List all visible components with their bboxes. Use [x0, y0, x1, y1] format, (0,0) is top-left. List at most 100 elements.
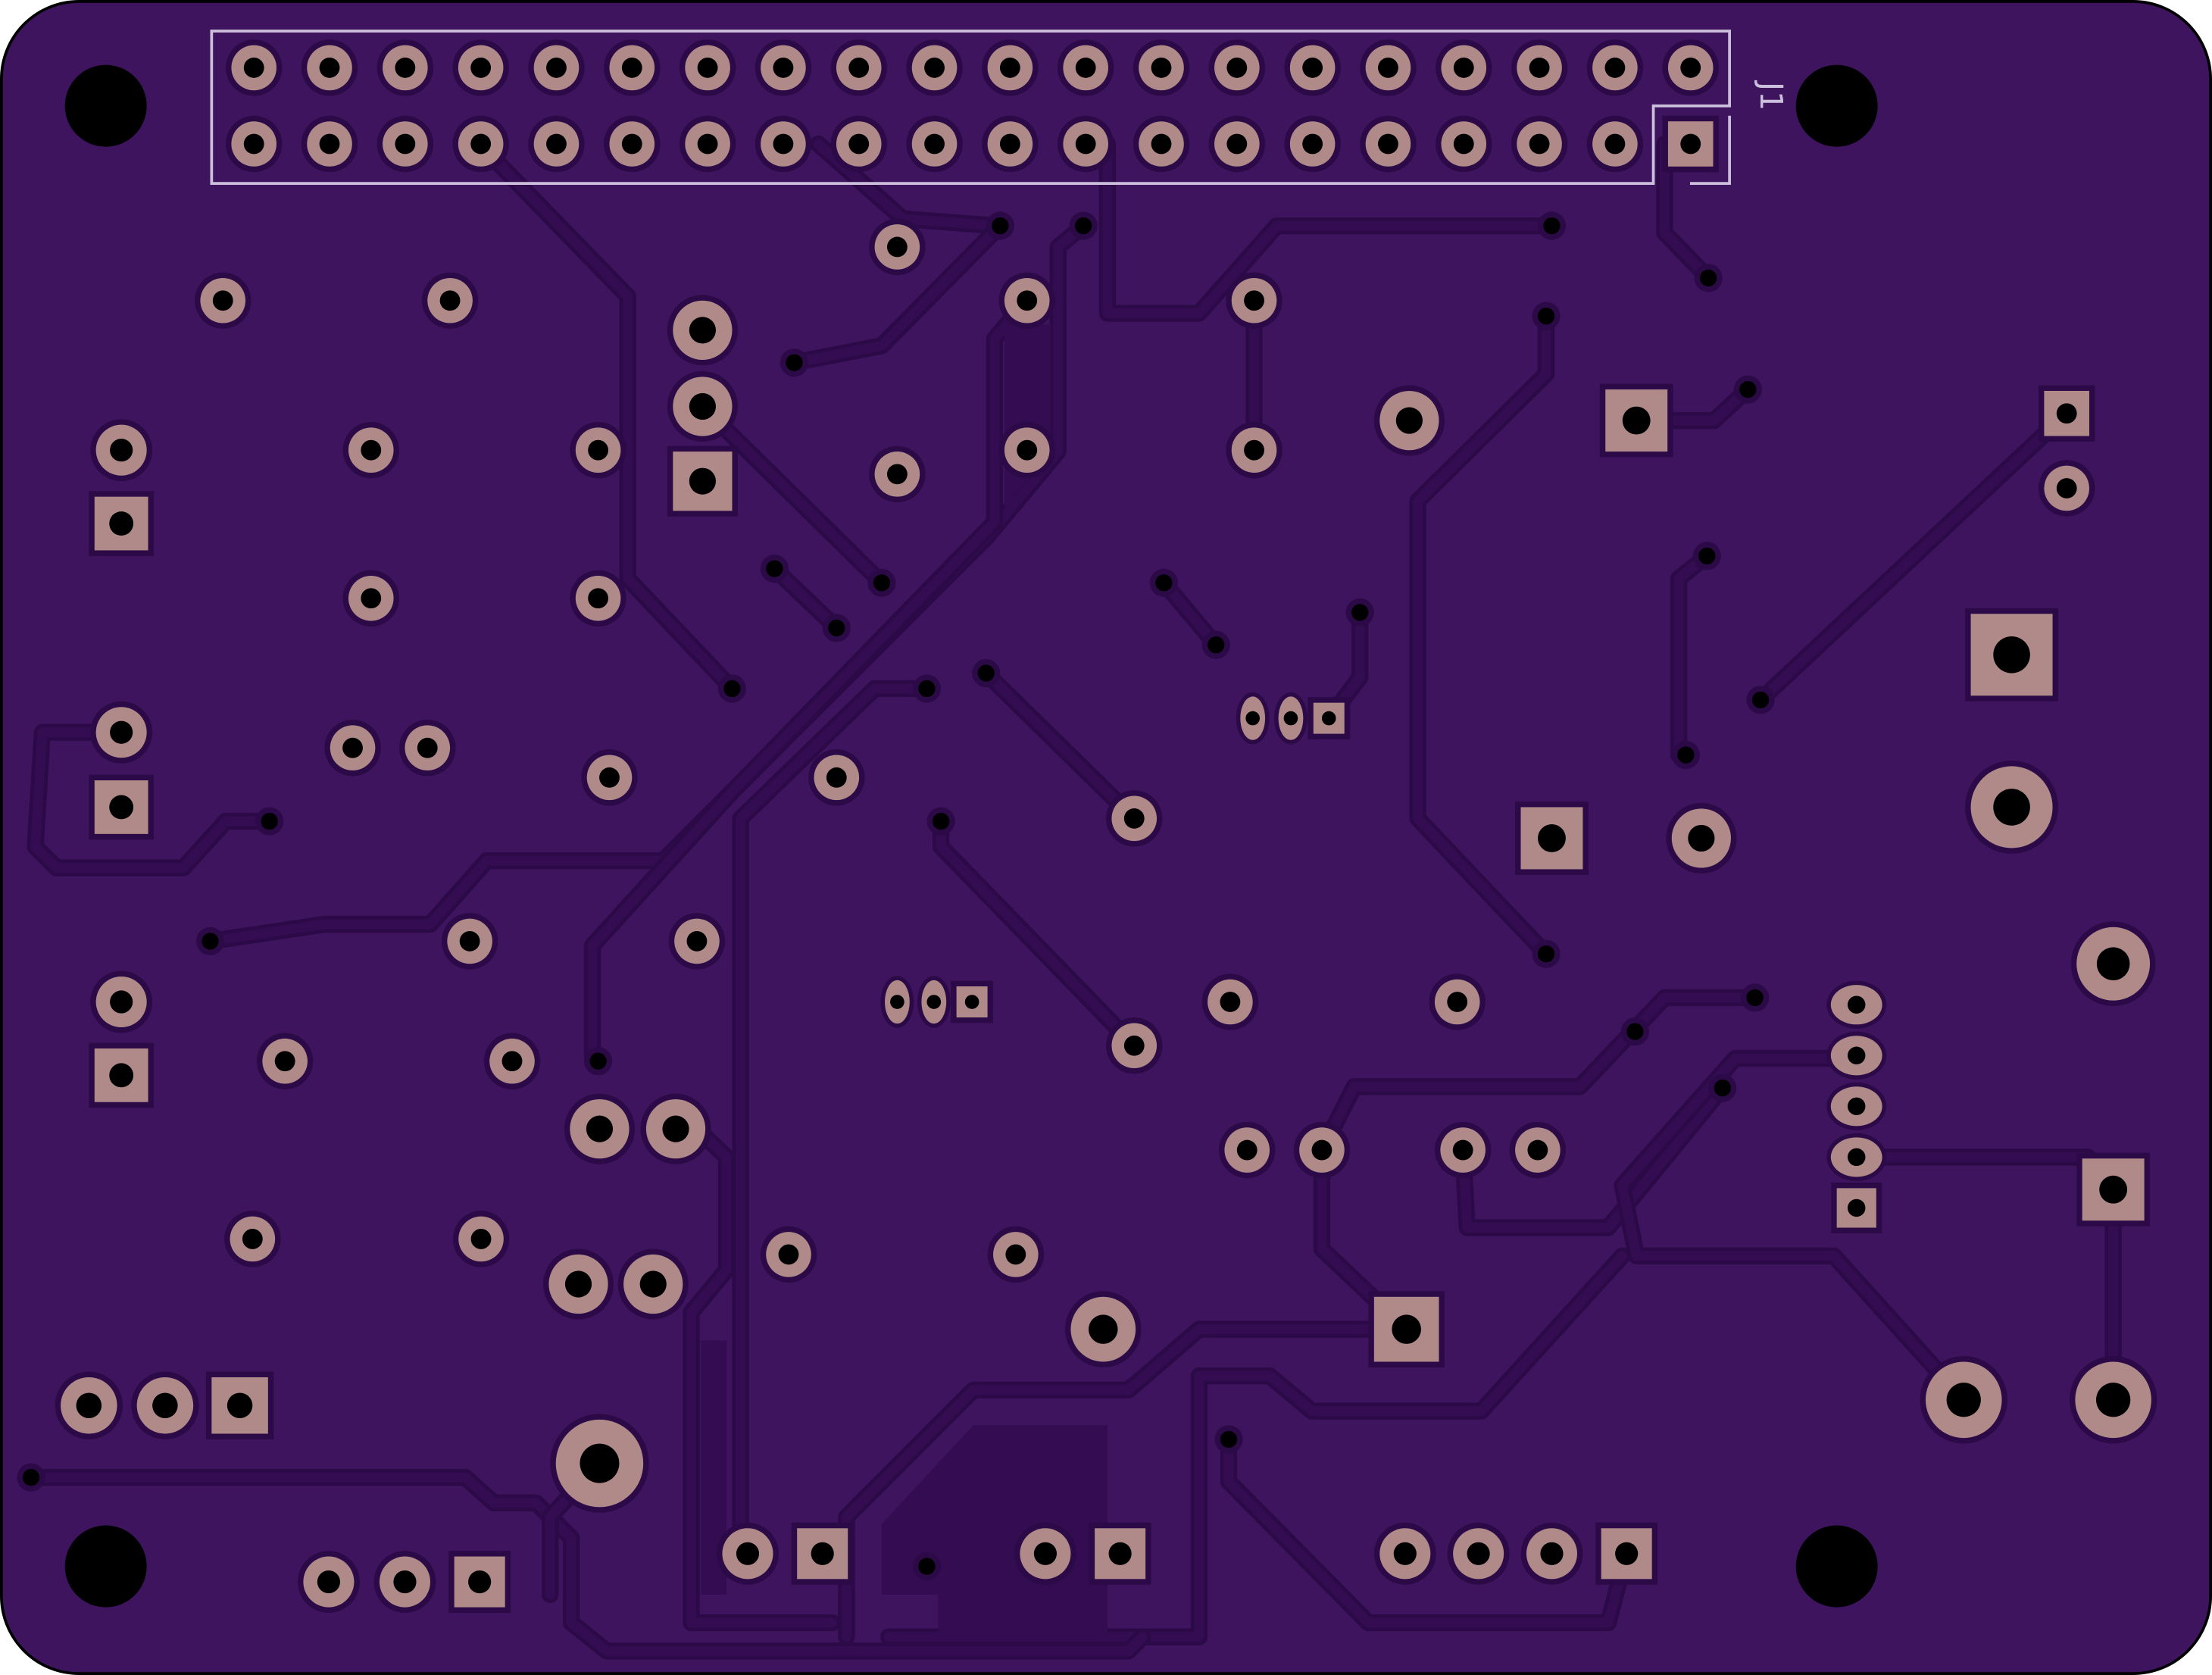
- drill-hole: [110, 439, 133, 462]
- round-pad: [301, 39, 358, 96]
- round-pad: [90, 970, 153, 1033]
- drill-hole: [1847, 1097, 1866, 1116]
- drill-hole: [1244, 290, 1264, 311]
- square-pad: [1308, 697, 1351, 740]
- via-hole: [932, 812, 950, 830]
- round-pad: [483, 1033, 541, 1089]
- via-hole: [1751, 691, 1770, 709]
- drill-hole: [924, 57, 945, 78]
- round-pad: [441, 913, 498, 970]
- drill-hole: [1847, 995, 1866, 1014]
- drill-hole: [599, 767, 620, 788]
- drill-hole: [1245, 711, 1260, 726]
- round-pad: [917, 976, 951, 1028]
- square-pad: [89, 491, 154, 556]
- square-pad: [1089, 1522, 1151, 1585]
- drill-hole: [1123, 808, 1145, 829]
- round-pad: [1826, 980, 1887, 1029]
- drill-hole: [1452, 1139, 1473, 1161]
- round-pad: [1284, 39, 1341, 96]
- via-hole: [22, 1469, 40, 1486]
- round-pad: [2038, 460, 2095, 517]
- round-pad: [528, 115, 585, 173]
- j1-outline: [210, 30, 1731, 186]
- copper-trace: [474, 139, 738, 694]
- square-pad: [448, 1551, 511, 1614]
- drill-hole: [109, 1063, 134, 1088]
- drill-hole: [697, 133, 718, 155]
- drill-hole: [848, 57, 870, 78]
- drill-hole: [621, 57, 642, 78]
- square-pad: [1965, 608, 2059, 702]
- drill-hole: [109, 511, 134, 536]
- drill-hole: [319, 57, 340, 78]
- copper-trace: [1223, 1434, 1632, 1628]
- round-pad: [1662, 39, 1719, 96]
- mounting-hole: [1795, 64, 1878, 147]
- j1-label: J1: [1753, 80, 1789, 111]
- round-pad: [830, 115, 887, 173]
- round-pad: [1064, 1291, 1142, 1367]
- mounting-holes: [64, 64, 1878, 1608]
- drill-hole: [1447, 992, 1468, 1012]
- round-pad: [1226, 421, 1283, 479]
- drill-hole: [2096, 1383, 2131, 1417]
- round-pad: [679, 39, 736, 96]
- round-pad: [1284, 115, 1341, 173]
- round-pad: [194, 272, 252, 330]
- round-pad: [1509, 1121, 1567, 1179]
- drill-hole: [773, 133, 794, 155]
- drill-hole: [1151, 133, 1172, 155]
- round-pad: [1826, 1133, 1887, 1182]
- round-pad: [1666, 802, 1737, 873]
- drill-hole: [886, 236, 908, 258]
- round-pad: [755, 115, 812, 173]
- copper-trace: [1413, 311, 1551, 959]
- drill-hole: [1395, 407, 1423, 434]
- round-pad: [1208, 39, 1266, 96]
- round-pad: [399, 719, 456, 777]
- drill-hole: [2056, 478, 2077, 498]
- copper-trace: [789, 220, 1005, 368]
- drill-hole: [546, 57, 567, 78]
- round-pad: [452, 1211, 510, 1267]
- drill-hole: [848, 133, 870, 155]
- copper-pour: [701, 1340, 727, 1595]
- drill-hole: [501, 1051, 523, 1072]
- drill-hole: [773, 57, 794, 78]
- round-pad: [604, 115, 661, 173]
- drill-hole: [778, 1244, 799, 1265]
- drill-hole: [274, 1051, 295, 1072]
- drill-hole: [1236, 1139, 1258, 1161]
- drill-hole: [393, 1570, 417, 1594]
- drill-hole: [686, 930, 708, 952]
- mounting-hole: [1795, 1525, 1878, 1608]
- drill-hole: [1017, 439, 1038, 461]
- drill-hole: [964, 995, 979, 1009]
- round-pad: [760, 1226, 817, 1283]
- copper-trace: [1457, 1083, 1728, 1233]
- round-pad: [1218, 1121, 1276, 1179]
- drill-hole: [1283, 711, 1298, 726]
- round-pad: [987, 1226, 1045, 1283]
- drill-hole: [1226, 57, 1248, 78]
- square-pad: [1831, 1182, 1882, 1233]
- drill-hole: [1302, 133, 1323, 155]
- round-pad: [564, 1093, 636, 1164]
- via-hole: [918, 1558, 936, 1575]
- drill-hole: [1075, 133, 1096, 155]
- square-pad: [89, 774, 154, 840]
- copper-trace: [1755, 408, 2072, 705]
- copper-trace: [883, 1251, 1628, 1642]
- copper-trace: [26, 1472, 1148, 1656]
- drill-hole: [1453, 133, 1474, 155]
- via-hole: [1746, 989, 1764, 1007]
- via-hole: [977, 664, 995, 682]
- drill-hole: [2099, 1175, 2128, 1204]
- round-pad: [542, 1248, 614, 1320]
- round-pad: [1920, 1356, 2007, 1444]
- drill-hole: [1847, 1046, 1866, 1065]
- drill-hole: [242, 1229, 263, 1249]
- round-pad: [869, 445, 926, 503]
- drill-hole: [1108, 1542, 1132, 1565]
